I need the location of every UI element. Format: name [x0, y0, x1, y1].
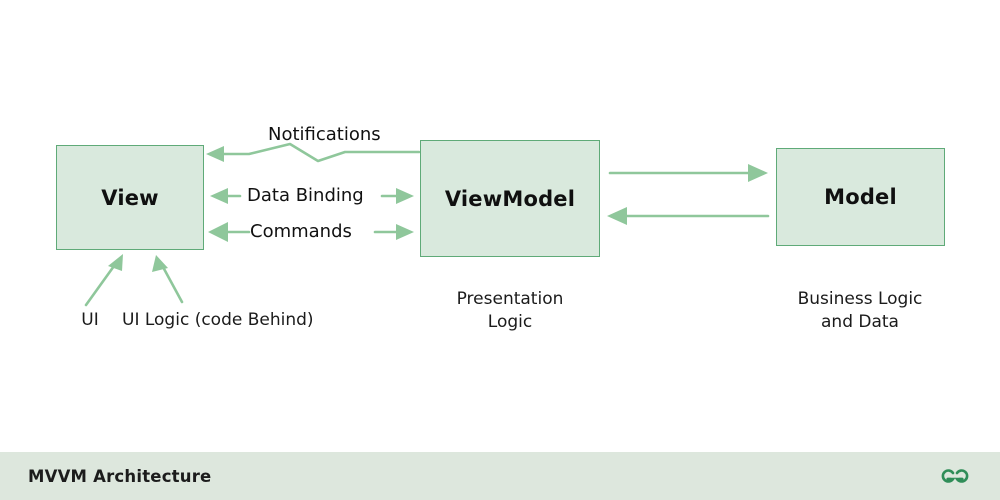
edge-notifications [206, 142, 421, 163]
node-view[interactable]: View [56, 145, 204, 250]
node-model-caption: Business Logic and Data [797, 289, 923, 332]
edge-model-to-viewmodel [607, 207, 770, 225]
edge-label-databinding: Data Binding [247, 185, 364, 206]
node-viewmodel-caption: Presentation Logic [456, 289, 564, 332]
node-viewmodel-label: ViewModel [444, 186, 576, 211]
node-viewmodel[interactable]: ViewModel [420, 140, 600, 257]
node-view-label: View [101, 185, 159, 210]
node-model-label: Model [824, 185, 897, 209]
node-model[interactable]: Model [776, 148, 945, 246]
footer-title: MVVM Architecture [28, 466, 212, 486]
footer-bar: MVVM Architecture [0, 452, 1000, 500]
geeksforgeeks-logo [941, 469, 969, 483]
edge-viewmodel-to-model [608, 164, 768, 182]
annotation-ui: UI [81, 310, 99, 330]
edge-label-notifications: Notifications [268, 124, 381, 145]
edge-uilogic-to-view [152, 255, 184, 304]
edge-ui-to-view [84, 254, 123, 307]
annotation-ui-logic: UI Logic (code Behind) [122, 310, 314, 330]
edge-label-commands: Commands [250, 221, 352, 242]
